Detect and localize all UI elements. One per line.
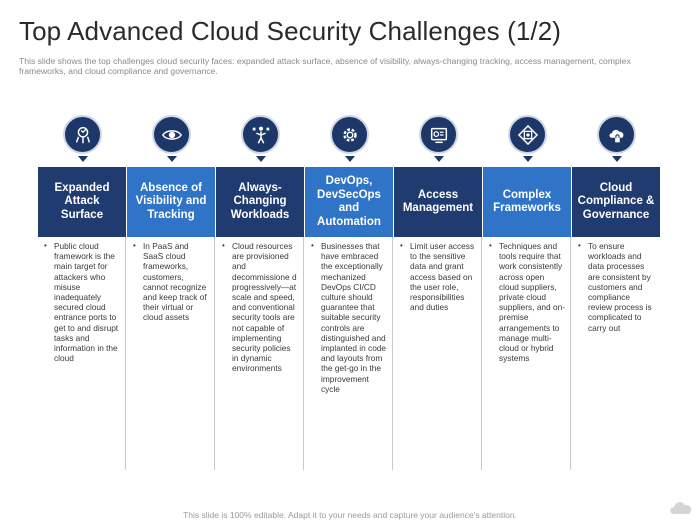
framework-icon	[508, 115, 547, 154]
list-item: • In PaaS and SaaS cloud frameworks, cus…	[131, 241, 210, 323]
challenge-header: Cloud Compliance & Governance	[572, 167, 660, 237]
challenge-description: • Businesses that have embraced the exce…	[305, 237, 393, 470]
bullet: •	[400, 241, 403, 250]
cloud-logo-icon	[670, 502, 692, 514]
header-pointer	[434, 156, 444, 162]
challenge-description: • Techniques and tools require that work…	[483, 237, 571, 470]
challenge-column-devops: DevOps, DevSecOps and Automation • Busin…	[305, 112, 393, 472]
bullet: •	[489, 241, 492, 250]
gear-icon	[330, 115, 369, 154]
header-pointer	[345, 156, 355, 162]
challenge-text: Cloud resources are provisioned and deco…	[232, 241, 297, 374]
bullet: •	[311, 241, 314, 250]
list-item: • Techniques and tools require that work…	[487, 241, 566, 363]
access-management-icon	[419, 115, 458, 154]
cloud-lock-icon	[597, 115, 636, 154]
top-bar	[0, 0, 700, 6]
challenge-description: • In PaaS and SaaS cloud frameworks, cus…	[127, 237, 215, 470]
eye-icon	[152, 115, 191, 154]
list-item: • Limit user access to the sensitive dat…	[398, 241, 477, 312]
challenge-text: Public cloud framework is the main targe…	[54, 241, 119, 364]
workload-icon	[241, 115, 280, 154]
bullet: •	[133, 241, 136, 250]
challenge-column-cloud-compliance: Cloud Compliance & Governance • To ensur…	[572, 112, 660, 472]
challenge-header: DevOps, DevSecOps and Automation	[305, 167, 393, 237]
header-pointer	[167, 156, 177, 162]
list-item: • Public cloud framework is the main tar…	[42, 241, 121, 363]
challenge-header: Complex Frameworks	[483, 167, 571, 237]
header-pointer	[256, 156, 266, 162]
challenge-description: • Limit user access to the sensitive dat…	[394, 237, 482, 470]
challenge-header: Absence of Visibility and Tracking	[127, 167, 215, 237]
challenge-text: Limit user access to the sensitive data …	[410, 241, 475, 313]
header-pointer	[523, 156, 533, 162]
challenge-column-absence-of-visibility: Absence of Visibility and Tracking • In …	[127, 112, 215, 472]
challenge-column-expanded-attack-surface: Expanded Attack Surface • Public cloud f…	[38, 112, 126, 472]
list-item: • Cloud resources are provisioned and de…	[220, 241, 299, 374]
challenge-description: • Public cloud framework is the main tar…	[38, 237, 126, 470]
bullet: •	[44, 241, 47, 250]
attack-surface-icon	[63, 115, 102, 154]
challenge-text: Businesses that have embraced the except…	[321, 241, 387, 394]
challenge-text: To ensure workloads and data processes a…	[588, 241, 652, 333]
challenge-header: Always-Changing Workloads	[216, 167, 304, 237]
challenge-text: Techniques and tools require that work c…	[499, 241, 565, 364]
page-title: Top Advanced Cloud Security Challenges (…	[19, 16, 562, 46]
challenge-column-complex-frameworks: Complex Frameworks • Techniques and tool…	[483, 112, 571, 472]
challenge-text: In PaaS and SaaS cloud frameworks, custo…	[143, 241, 207, 323]
footer-note: This slide is 100% editable. Adapt it to…	[183, 510, 517, 520]
challenge-column-always-changing-workloads: Always-Changing Workloads • Cloud resour…	[216, 112, 304, 472]
list-item: • Businesses that have embraced the exce…	[309, 241, 388, 394]
challenge-header: Expanded Attack Surface	[38, 167, 126, 237]
header-pointer	[78, 156, 88, 162]
challenge-columns: Expanded Attack Surface • Public cloud f…	[38, 112, 662, 472]
bullet: •	[578, 241, 581, 250]
page-subtitle: This slide shows the top challenges clou…	[19, 56, 631, 76]
challenge-column-access-management: Access Management • Limit user access to…	[394, 112, 482, 472]
bullet: •	[222, 241, 225, 250]
challenge-description: • Cloud resources are provisioned and de…	[216, 237, 304, 470]
challenge-header: Access Management	[394, 167, 482, 237]
list-item: • To ensure workloads and data processes…	[576, 241, 656, 333]
header-pointer	[612, 156, 622, 162]
challenge-description: • To ensure workloads and data processes…	[572, 237, 660, 470]
